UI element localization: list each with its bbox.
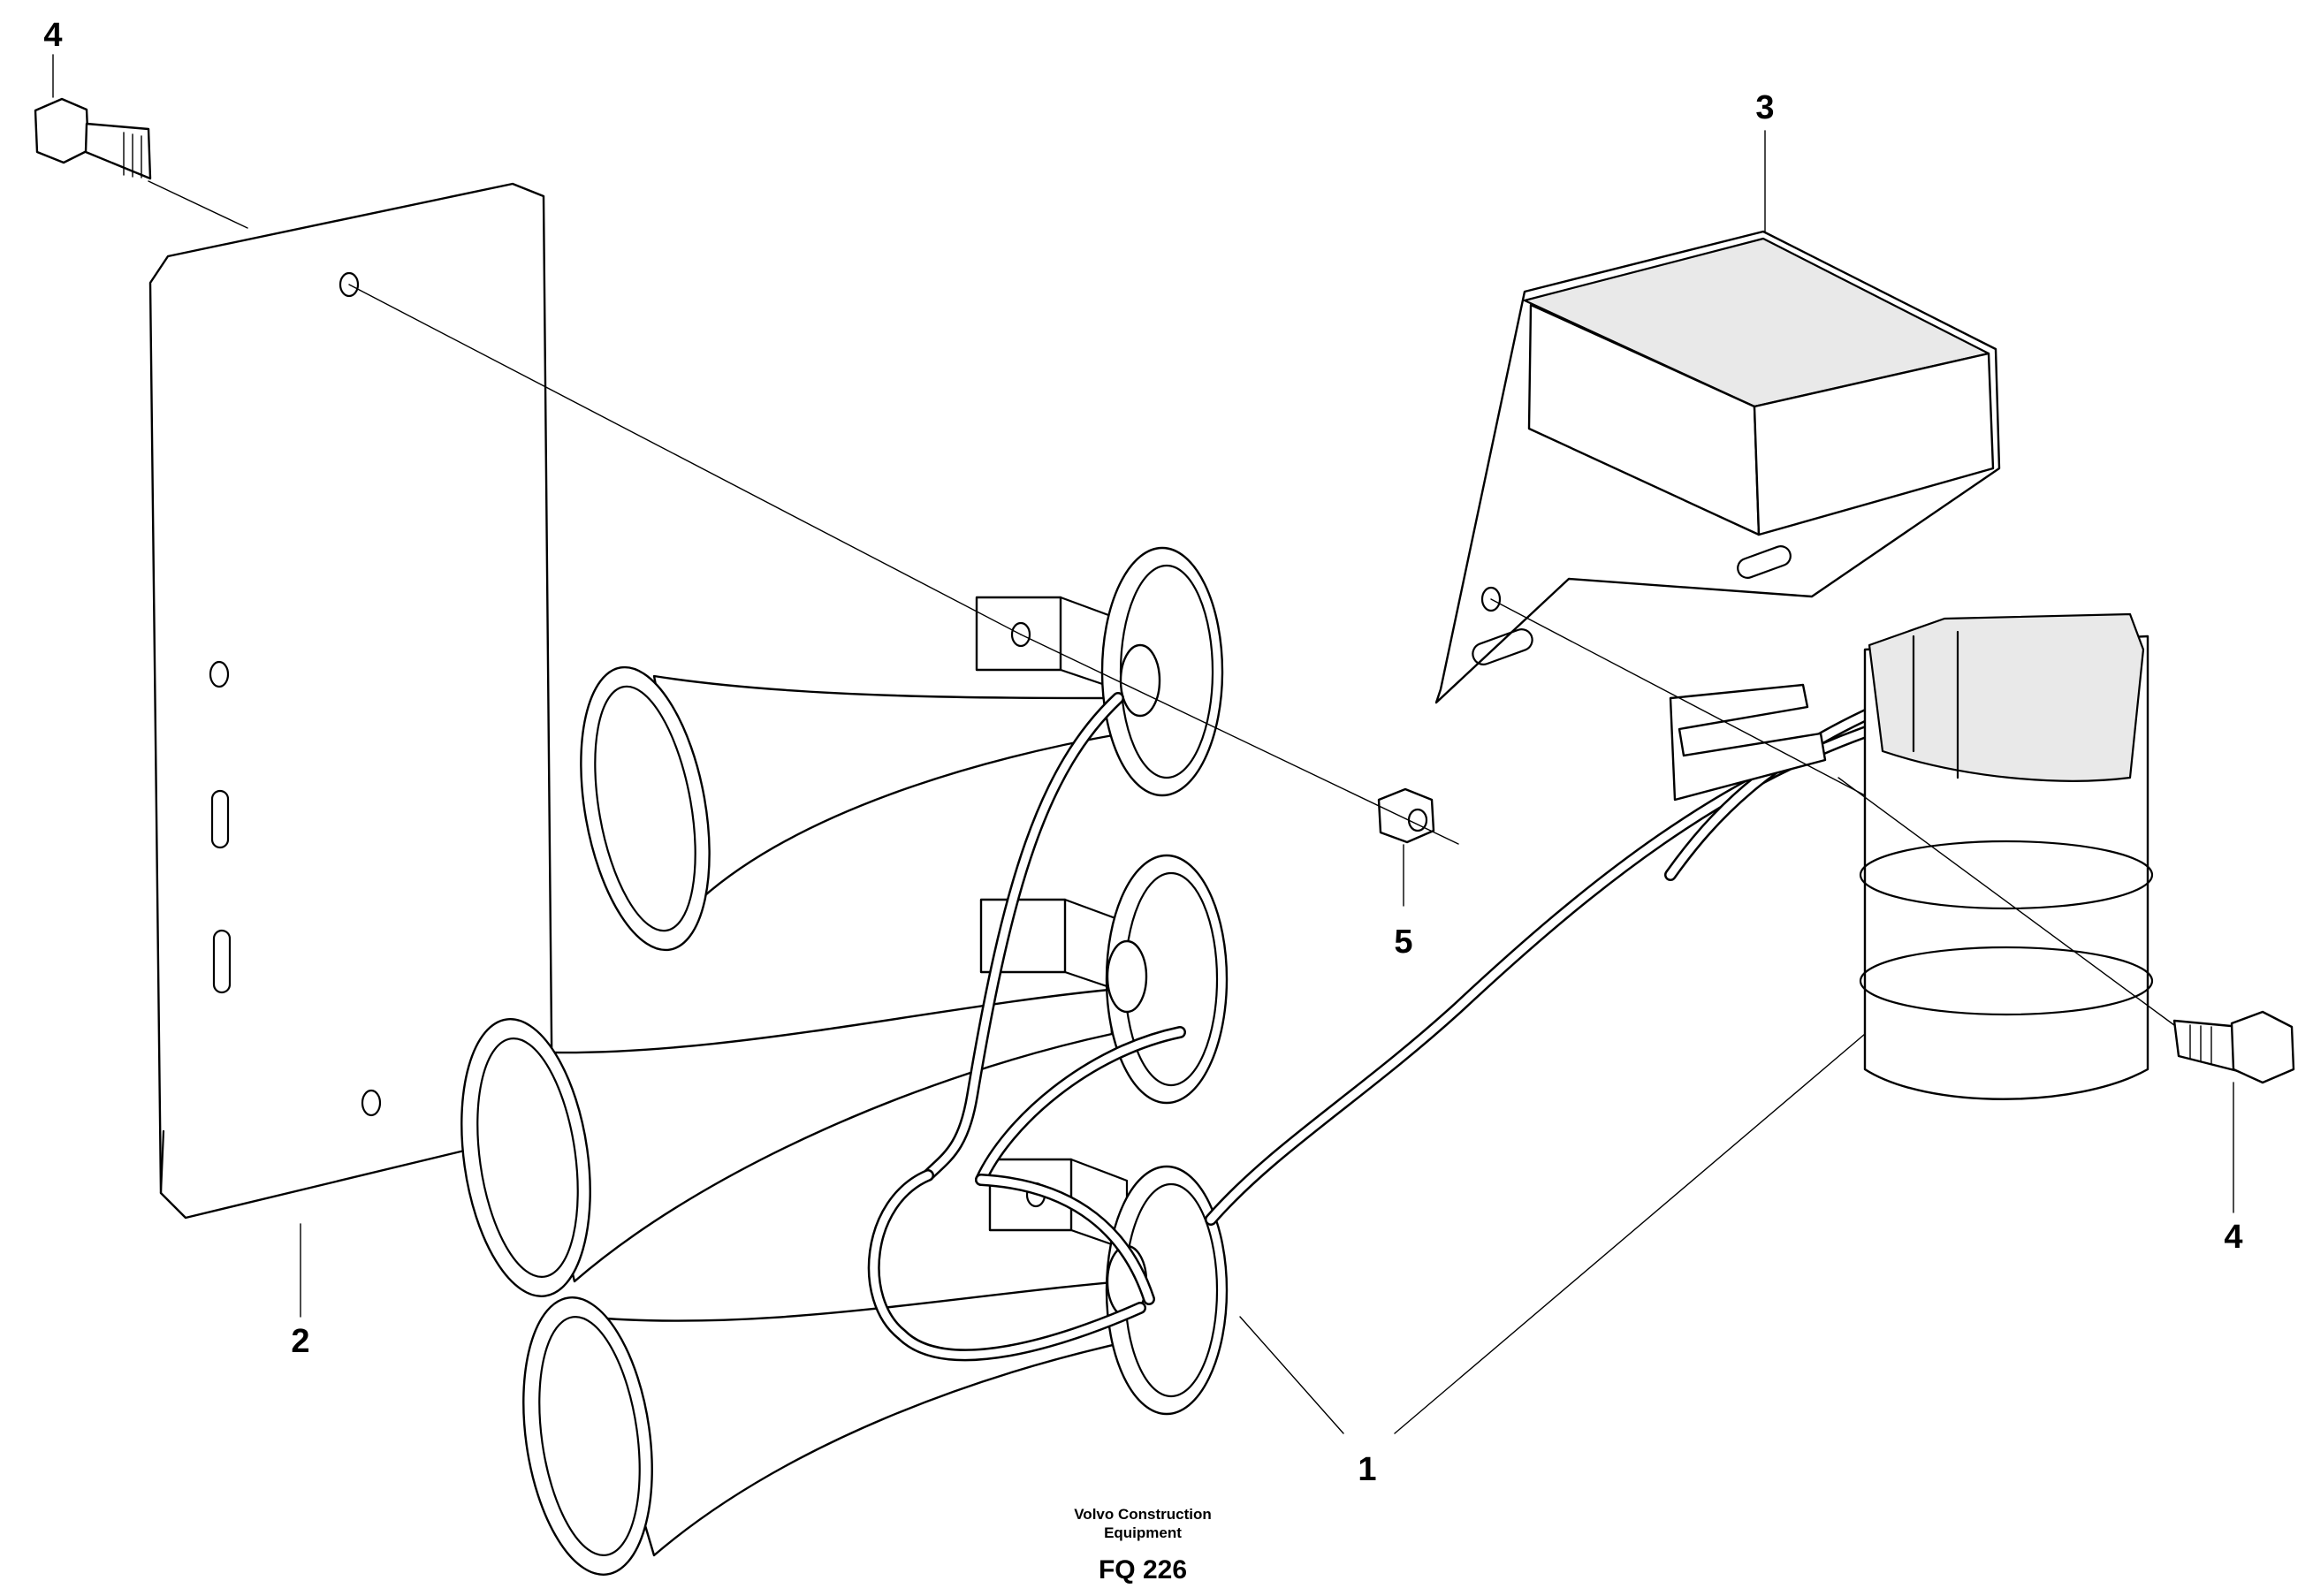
callout-label-nut: 5	[1394, 923, 1412, 961]
air-hoses	[867, 692, 1893, 1362]
figure-code: FQ 226	[1099, 1555, 1187, 1585]
callout-label-bolt-top-left: 4	[43, 17, 62, 54]
publisher-line-1: Volvo Construction	[1074, 1506, 1212, 1523]
bolt-right	[2172, 1010, 2295, 1084]
callout-label-horn-assembly: 1	[1358, 1451, 1376, 1488]
nut	[1377, 787, 1435, 844]
bolt-top-left	[34, 97, 152, 180]
mounting-plate	[148, 182, 554, 1220]
air-horn-top	[580, 546, 1224, 952]
compressor-unit	[1669, 612, 2154, 1100]
callout-label-bolt-right: 4	[2224, 1219, 2242, 1256]
callout-leaders	[52, 54, 2234, 1434]
callout-label-bracket: 3	[1755, 89, 1774, 126]
air-horn-middle	[460, 854, 1229, 1297]
callout-label-plate: 2	[291, 1323, 309, 1360]
publisher-line-2: Equipment	[1104, 1524, 1182, 1541]
assembly-lines	[148, 180, 2175, 1026]
bracket	[1434, 230, 2001, 704]
